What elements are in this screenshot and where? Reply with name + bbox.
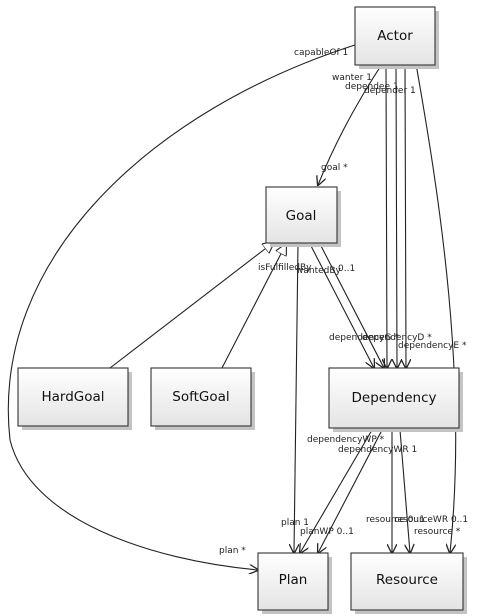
actor-class-label: Actor: [377, 28, 413, 44]
label-dependency-g: dependencyG *: [329, 333, 399, 343]
dependency-class-label: Dependency: [352, 390, 437, 406]
label-wanted-by: wantedBy: [296, 266, 342, 276]
edge-goal-plan: [294, 243, 298, 553]
edge-goal-dependency-2: [319, 243, 384, 368]
edge-dependency-plan-2: [318, 429, 383, 553]
edge-actor-resource: [415, 63, 457, 553]
goal-class[interactable]: Goal: [265, 186, 341, 247]
label-is-fulfilled-by: isFulfilledBy: [258, 263, 312, 273]
edges: [7, 43, 457, 570]
edge-actor-dependency-3: [405, 63, 406, 368]
edge-goal-dependency-1: [309, 243, 374, 368]
label-dependency-e: dependencyE *: [398, 341, 467, 351]
edge-actor-dependency-2: [396, 63, 397, 368]
label-goal: goal *: [321, 163, 348, 173]
label-resource-wr: resourceWR 0..1: [394, 515, 468, 525]
resource-class[interactable]: Resource: [350, 552, 467, 614]
hardgoal-class[interactable]: HardGoal: [17, 367, 132, 430]
resource-class-label: Resource: [376, 572, 438, 588]
edge-actor-dependency-1: [386, 63, 387, 368]
label-capable-of: capableOf 1: [294, 48, 348, 58]
goal-class-label: Goal: [286, 208, 317, 224]
edge-actor-goal: [318, 63, 383, 185]
actor-class[interactable]: Actor: [354, 6, 439, 69]
label-plan-wp: planWP 0..1: [300, 527, 354, 537]
hardgoal-class-label: HardGoal: [41, 389, 104, 405]
label-wanter: wanter 1: [332, 73, 372, 83]
label-resource-b: resource *: [414, 527, 461, 537]
edge-softgoal-goal: [221, 244, 286, 369]
edge-hardgoal-goal: [109, 242, 274, 369]
softgoal-class-label: SoftGoal: [172, 389, 229, 405]
plan-class-label: Plan: [279, 572, 308, 588]
edge-actor-plan-capableof: [7, 43, 359, 570]
label-dependee: dependee 1: [345, 82, 399, 92]
label-resource-a: resource 0..1: [366, 515, 425, 525]
edge-dependency-plan-1: [300, 429, 373, 553]
edge-labels: capableOf 1 wanter 1 dependee 1 depender…: [219, 48, 468, 556]
dependency-class[interactable]: Dependency: [328, 367, 463, 432]
label-depender: depender 1: [364, 86, 416, 96]
softgoal-class[interactable]: SoftGoal: [150, 367, 255, 430]
label-dependency-wp: dependencyWP *: [307, 435, 385, 445]
label-dependency-wr: dependencyWR 1: [338, 445, 417, 455]
label-goal-multiplicity: 0..1: [338, 264, 355, 274]
label-plan-a: plan 1: [281, 518, 309, 528]
label-dependency-d: dependencyD *: [362, 333, 432, 343]
plan-class[interactable]: Plan: [257, 552, 332, 614]
label-plan-b: plan *: [219, 546, 246, 556]
edge-dependency-resource-2: [399, 429, 410, 553]
